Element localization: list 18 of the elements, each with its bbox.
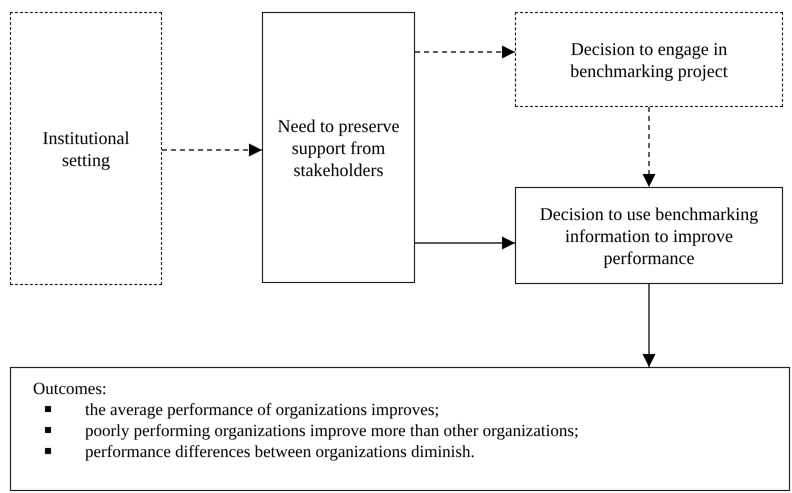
process-box <box>515 12 783 107</box>
box-label: Institutional setting <box>42 126 130 170</box>
bullet-item: the average performance of organizations improves; <box>33 399 440 420</box>
arrow <box>415 236 515 250</box>
outcomes-box <box>10 367 790 491</box>
bullet-item: poorly performing organizations improve more than other organizations; <box>33 420 579 441</box>
arrow <box>642 107 656 187</box>
process-box <box>10 12 162 285</box>
bullet-item: performance differences between organizations diminish. <box>33 441 475 462</box>
heading: Outcomes: <box>33 378 107 399</box>
box-label: Need to preserve support from stakeholders <box>276 114 400 180</box>
box-label: Decision to engage in benchmarking project <box>569 38 729 82</box>
arrow <box>642 284 656 367</box>
box-label: Decision to use benchmarking information to improve performance <box>538 202 760 268</box>
arrow <box>415 46 515 58</box>
process-box <box>515 187 783 284</box>
arrow <box>162 144 262 156</box>
process-box <box>262 12 415 283</box>
